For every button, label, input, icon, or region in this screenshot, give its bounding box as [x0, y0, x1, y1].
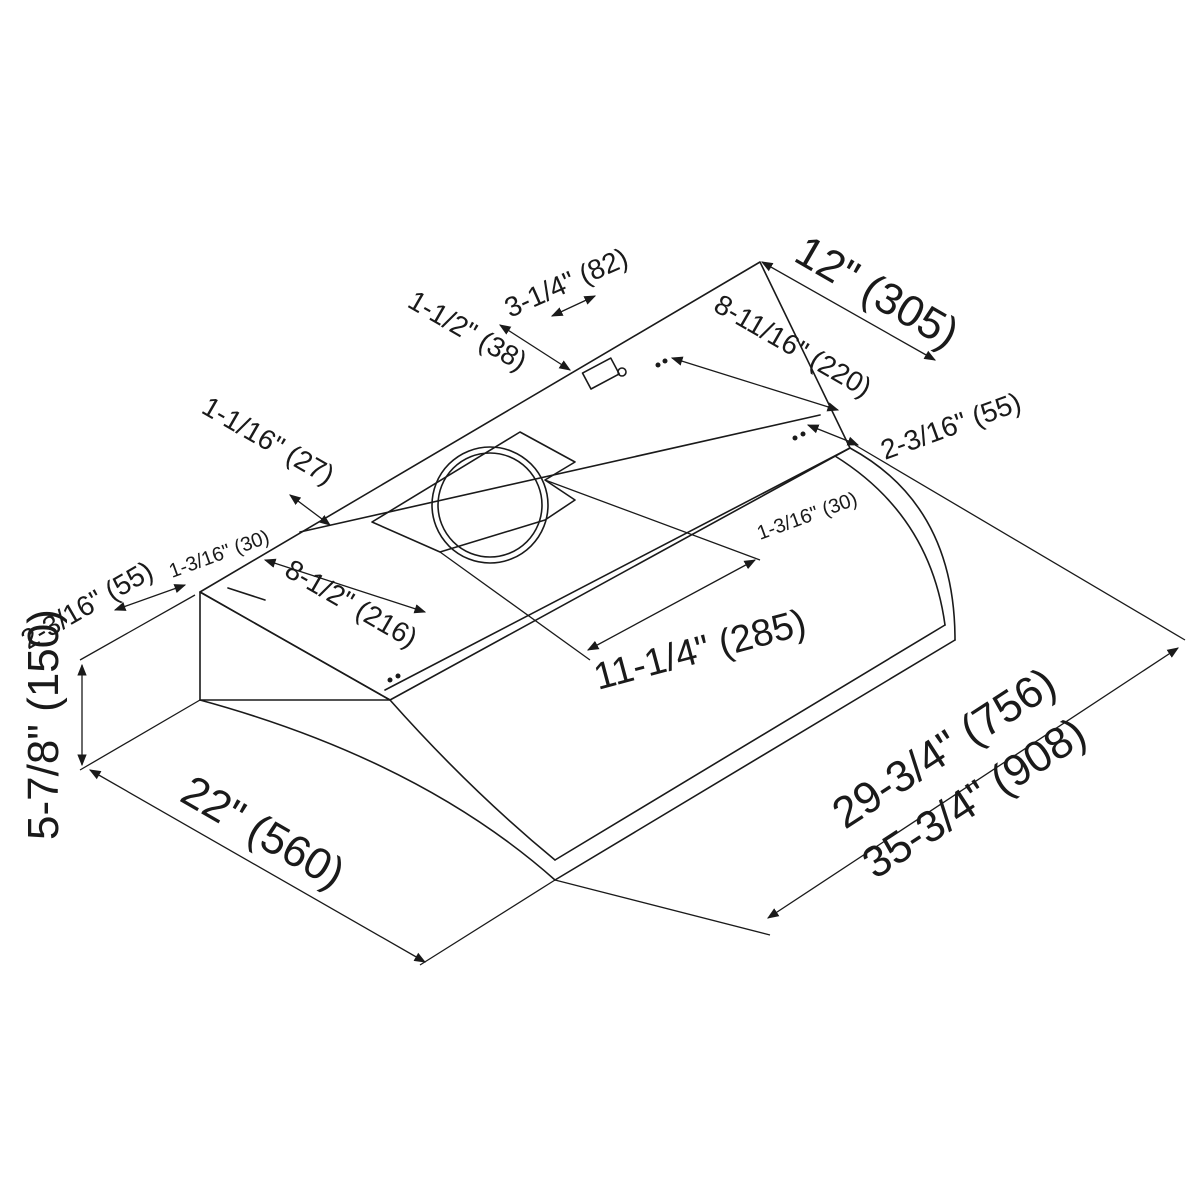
- depth-dim: [88, 769, 427, 963]
- mount-hole-dot-1: [655, 362, 661, 368]
- hole-spacing-dim: [550, 295, 597, 317]
- dimension-labels: 29-3/4" (756) 35-3/4" (908) 22" (560) 5-…: [16, 226, 1095, 898]
- mount-hole-dot-2: [662, 358, 668, 364]
- outlet-width-ext-2: [439, 551, 591, 661]
- edge-left-label: 1-1/16" (27): [197, 390, 340, 490]
- outlet-collar: [431, 446, 549, 564]
- hole-spacing-label: 3-1/4" (82): [500, 242, 633, 324]
- mount-hole-dot-6: [395, 673, 401, 679]
- height-label: 5-7/8" (150): [19, 609, 68, 840]
- hole-offset-dim: [499, 324, 571, 371]
- outlet-width-dim: [586, 559, 757, 651]
- hood-body: [199, 261, 956, 881]
- mount-hole-dot-5: [387, 677, 393, 683]
- width-ext-left: [554, 879, 771, 936]
- edge-right-dim: [806, 424, 860, 446]
- outlet-width-label: 11-1/4" (285): [589, 602, 810, 699]
- outlet-width-ext-1: [544, 479, 761, 561]
- dimension-lines: [77, 261, 1186, 966]
- mount-slot-left: [227, 587, 266, 601]
- height-ext-bottom: [79, 699, 201, 771]
- outlet-depth-dim: [760, 261, 937, 361]
- outlet-collar-inner: [437, 452, 543, 558]
- edge-right-label: 2-3/16" (55): [876, 386, 1025, 465]
- width-dim: [767, 647, 1179, 919]
- depth-ext: [419, 879, 556, 966]
- hood-right-curve: [849, 447, 956, 641]
- outlet-plate: [371, 431, 576, 553]
- width-ext-right: [854, 444, 1186, 641]
- outlet-offset-dim: [263, 558, 427, 614]
- outlet-depth-label: 12" (305): [787, 226, 967, 358]
- mount-hole-dot-4: [800, 431, 806, 437]
- hood-right-inner-curve: [834, 455, 946, 626]
- edge-left-dim: [289, 494, 331, 526]
- mount-hole-top: [617, 367, 627, 377]
- edge-left2-label: 2-3/16" (55): [16, 555, 159, 655]
- small-left-label: 1-3/16" (30): [166, 526, 272, 583]
- edge-left2-dim: [113, 584, 187, 611]
- hood-left-face: [199, 591, 391, 701]
- hood-back-ridge: [299, 414, 821, 533]
- mount-hole-dot-3: [792, 435, 798, 441]
- small-right-label: 1-3/16" (30): [754, 488, 860, 545]
- hood-front-top-edge: [389, 699, 556, 861]
- outlet-offset-label: 8-1/2" (216): [280, 553, 423, 653]
- mount-bracket-top: [581, 357, 621, 390]
- mount-right-dim: [670, 356, 840, 412]
